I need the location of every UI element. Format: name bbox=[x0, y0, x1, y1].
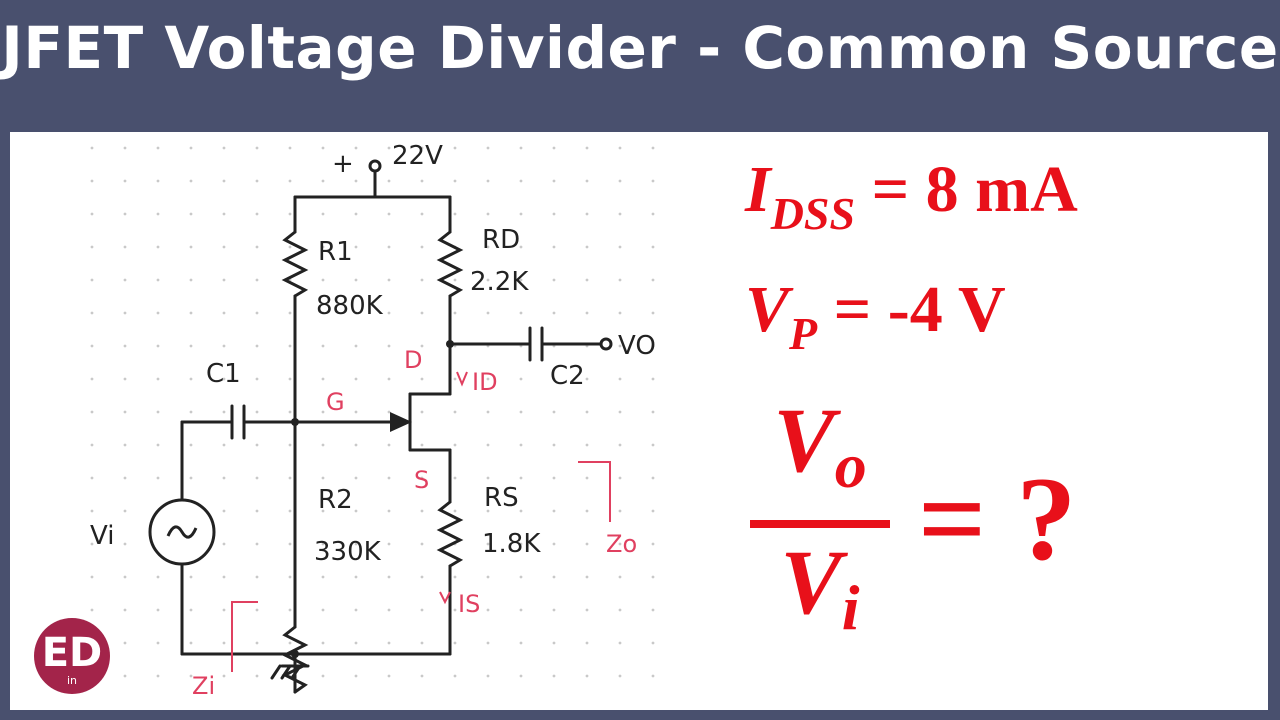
circuit-arrows bbox=[231, 371, 611, 672]
drain-current-arrow-icon bbox=[456, 371, 468, 387]
vp-equation: VP = -4 V bbox=[745, 272, 1006, 360]
circuit-nodes bbox=[148, 159, 613, 658]
c2-name: C2 bbox=[550, 361, 585, 391]
supply-terminal bbox=[368, 159, 382, 173]
output-impedance-arrow-icon bbox=[578, 461, 611, 522]
supply-sign: + bbox=[332, 149, 354, 179]
zo-label: Zo bbox=[606, 530, 637, 558]
dot-grid bbox=[80, 140, 680, 700]
denominator-subscript: i bbox=[841, 572, 860, 643]
logo-sub: in bbox=[66, 674, 78, 687]
rd-value: 2.2K bbox=[470, 267, 529, 297]
drain-label: D bbox=[404, 346, 422, 374]
c1-name: C1 bbox=[206, 359, 241, 389]
vp-variable: V bbox=[745, 273, 790, 346]
vp-subscript: P bbox=[789, 308, 818, 359]
denominator-variable: V bbox=[780, 531, 842, 633]
id-label: ID bbox=[472, 368, 498, 396]
numerator-variable: V bbox=[773, 389, 835, 491]
fraction-numerator: Vo bbox=[745, 390, 895, 516]
output-terminal bbox=[599, 337, 613, 351]
zi-label: Zi bbox=[192, 672, 215, 700]
gate-arrow-icon bbox=[390, 412, 412, 432]
is-label: IS bbox=[458, 590, 480, 618]
supply-voltage: 22V bbox=[392, 141, 443, 171]
page-title: JFET Voltage Divider - Common Source bbox=[1, 14, 1279, 82]
gate-node bbox=[291, 418, 299, 426]
logo: ED in bbox=[34, 618, 110, 694]
rs-name: RS bbox=[484, 483, 519, 513]
vp-value: = -4 V bbox=[833, 273, 1006, 346]
r2-value: 330K bbox=[314, 537, 382, 567]
rd-name: RD bbox=[482, 225, 520, 255]
idss-equation: IDSS = 8 mA bbox=[745, 152, 1078, 240]
drain-node bbox=[446, 340, 454, 348]
content-panel: + 22V R1 880K RD 2.2K R2 330K RS 1.8K C1… bbox=[10, 132, 1268, 710]
fraction-bar bbox=[750, 520, 890, 528]
gate-label: G bbox=[326, 388, 345, 416]
source-current-arrow-icon bbox=[439, 591, 451, 605]
numerator-subscript: o bbox=[834, 430, 867, 501]
vo-label: VO bbox=[618, 331, 656, 361]
fraction-denominator: Vi bbox=[745, 532, 895, 658]
sine-icon bbox=[166, 525, 198, 539]
idss-variable: I bbox=[745, 153, 771, 226]
ground-node bbox=[291, 650, 299, 658]
r1-value: 880K bbox=[316, 291, 384, 321]
circuit-diagram: + 22V R1 880K RD 2.2K R2 330K RS 1.8K C1… bbox=[80, 140, 680, 700]
r1-name: R1 bbox=[318, 237, 353, 267]
r2-name: R2 bbox=[318, 485, 353, 515]
rs-value: 1.8K bbox=[482, 529, 541, 559]
input-impedance-arrow-icon bbox=[231, 601, 258, 672]
gain-fraction: Vo Vi bbox=[745, 390, 895, 658]
vi-label: Vi bbox=[90, 521, 114, 551]
gain-question: = ? bbox=[918, 452, 1077, 585]
circuit-labels: + 22V R1 880K RD 2.2K R2 330K RS 1.8K C1… bbox=[90, 141, 656, 700]
source-label: S bbox=[414, 466, 429, 494]
logo-mark: ED bbox=[41, 630, 103, 676]
idss-value: = 8 mA bbox=[871, 153, 1078, 226]
circuit-wires bbox=[180, 168, 602, 694]
idss-subscript: DSS bbox=[770, 188, 856, 239]
